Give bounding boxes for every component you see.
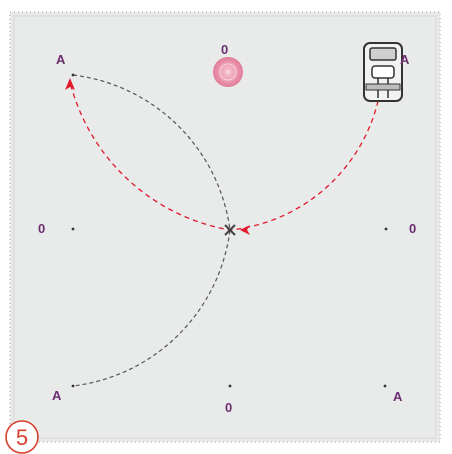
label-bottom-left: A bbox=[52, 388, 62, 403]
label-middle-right: 0 bbox=[409, 221, 416, 236]
dot-bottom-right bbox=[384, 385, 387, 388]
label-top-right: A bbox=[400, 52, 410, 67]
label-middle-left: 0 bbox=[38, 221, 45, 236]
dot-middle-right bbox=[385, 228, 388, 231]
needle-position-icon bbox=[213, 57, 243, 87]
label-top-center: 0 bbox=[221, 42, 228, 57]
label-bottom-right: A bbox=[393, 389, 403, 404]
step-badge: 5 bbox=[6, 421, 38, 453]
label-bottom-center: 0 bbox=[225, 400, 232, 415]
dot-bottom-center bbox=[229, 385, 232, 388]
label-top-left: A bbox=[56, 52, 66, 67]
dot-bottom-left bbox=[72, 385, 75, 388]
dot-top-left bbox=[72, 74, 75, 77]
dot-middle-left bbox=[72, 228, 75, 231]
presser-foot-icon bbox=[364, 43, 402, 101]
step-number: 5 bbox=[16, 425, 28, 450]
